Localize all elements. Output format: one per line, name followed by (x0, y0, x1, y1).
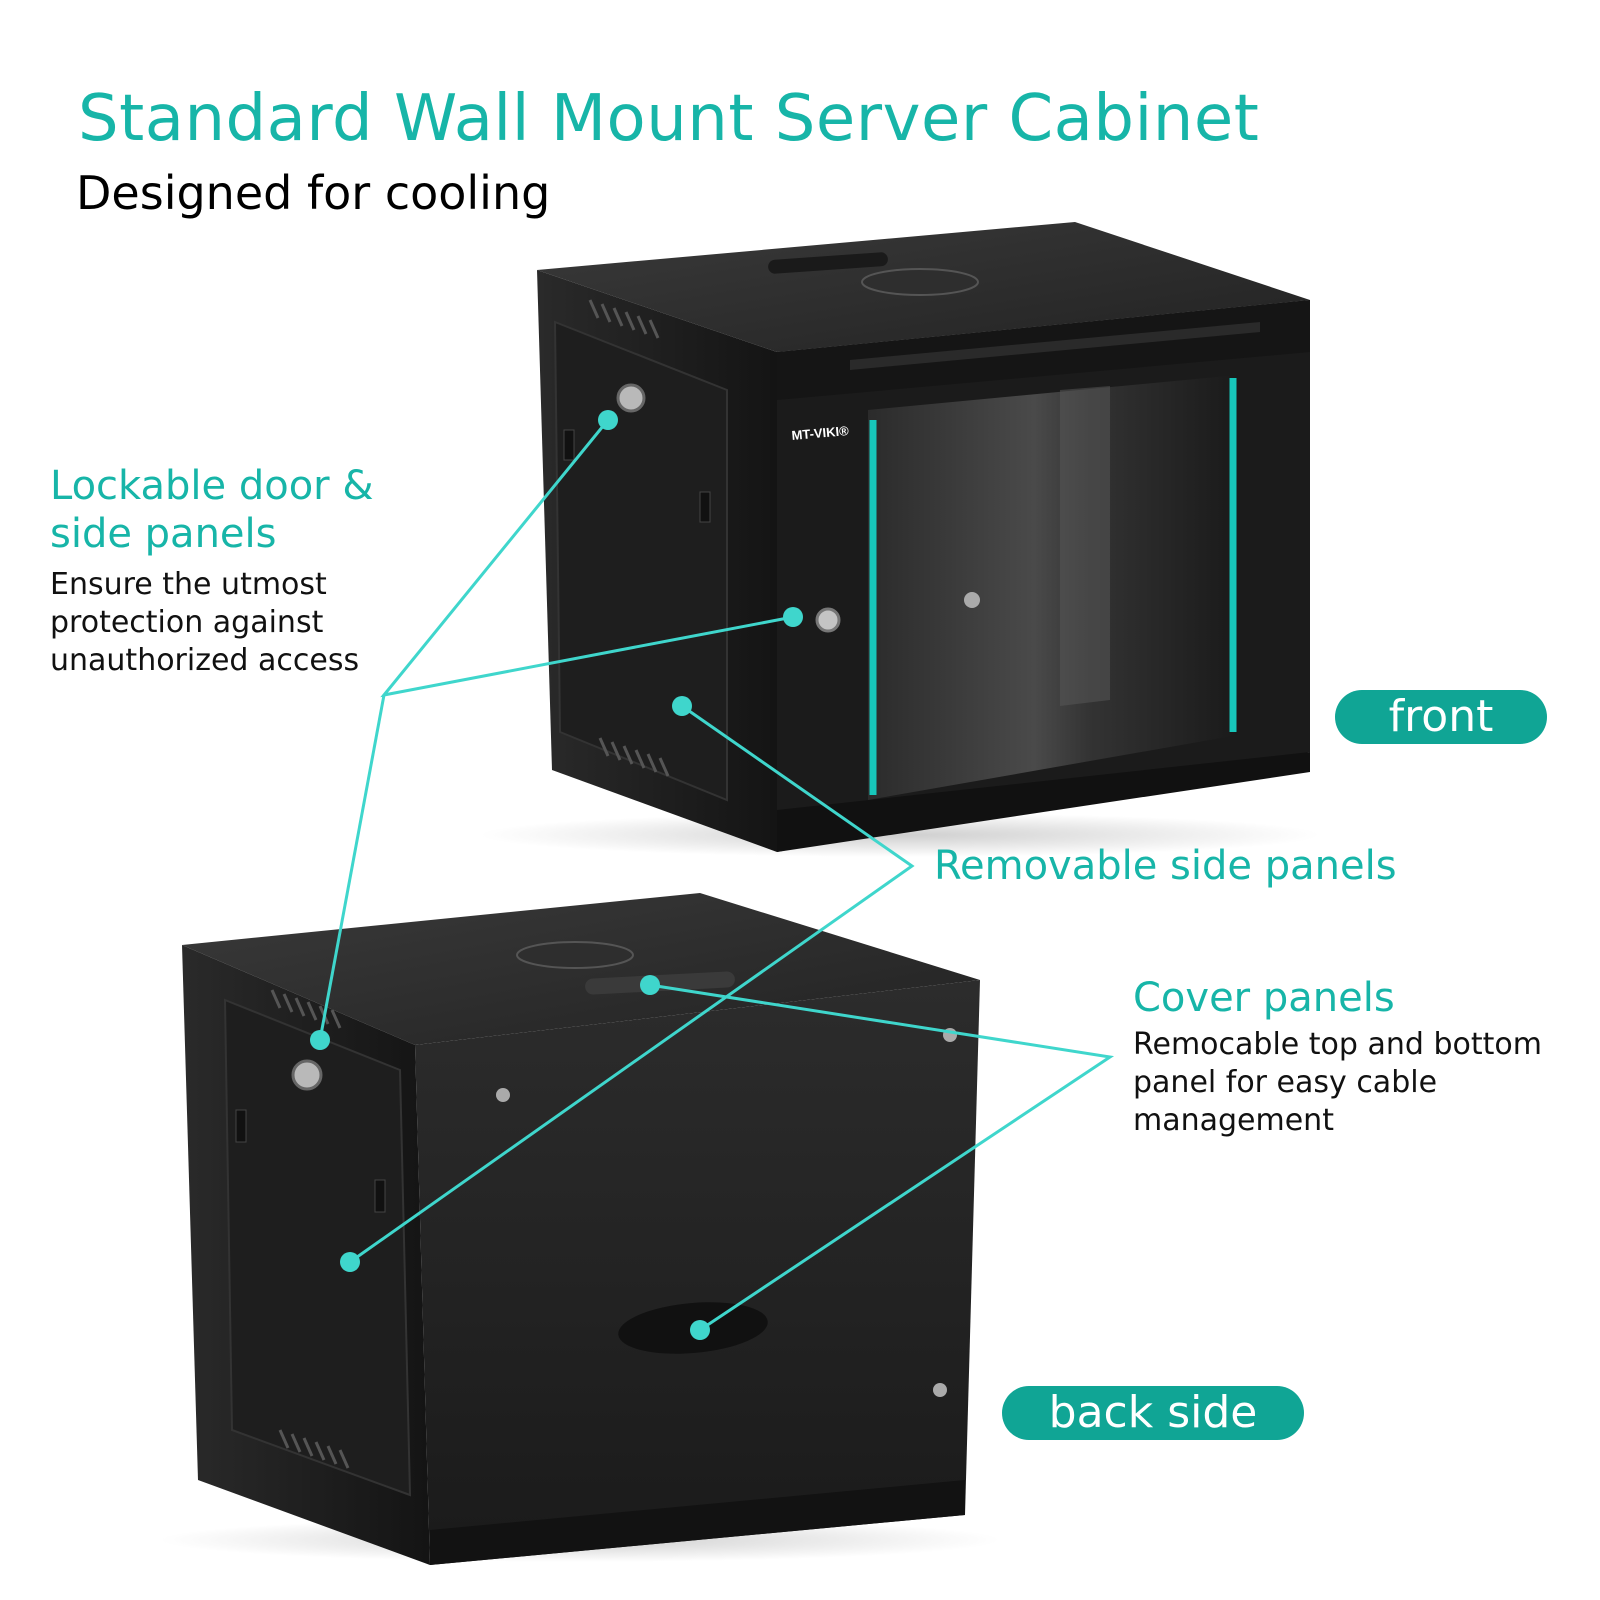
side-lock-icon (616, 383, 646, 413)
top-fan-vent-icon (861, 268, 979, 296)
callout-cover-body-line2: panel for easy cable (1133, 1065, 1438, 1100)
door-mount-icon (964, 592, 980, 608)
leader-dots (310, 410, 803, 1340)
brand-logo: MT-VIKI® (791, 423, 850, 443)
callout-cover-body-line1: Remocable top and bottom (1133, 1027, 1542, 1062)
door-lock-icon (815, 607, 841, 633)
callout-lockable-body-line2: protection against (50, 605, 324, 640)
callout-lockable-heading-line1: Lockable door & (50, 463, 374, 509)
callout-lockable-body-line3: unauthorized access (50, 643, 360, 678)
callout-removable: Removable side panels (934, 842, 1397, 890)
front-label-pill: front (1335, 690, 1547, 744)
back-side-lock-icon (291, 1059, 323, 1091)
keyhole-mount-icon (496, 1088, 510, 1102)
callout-cover-heading: Cover panels (1133, 975, 1395, 1021)
page-title: Standard Wall Mount Server Cabinet (78, 82, 1260, 156)
page-subtitle: Designed for cooling (76, 166, 551, 220)
back-side-label-pill: back side (1002, 1386, 1304, 1440)
callout-lockable-heading-line2: side panels (50, 511, 277, 557)
back-cabinet (160, 893, 1000, 1565)
front-cabinet: MT-VIKI® (480, 222, 1320, 857)
leader-lines (318, 419, 1115, 1332)
callout-cover: Cover panels Remocable top and bottom pa… (1133, 974, 1593, 1140)
back-top-fan-vent-icon (516, 941, 634, 969)
callout-cover-body-line3: management (1133, 1103, 1334, 1138)
callout-lockable: Lockable door & side panels Ensure the u… (50, 462, 470, 680)
callout-lockable-body-line1: Ensure the utmost (50, 567, 327, 602)
callout-removable-heading: Removable side panels (934, 843, 1397, 889)
